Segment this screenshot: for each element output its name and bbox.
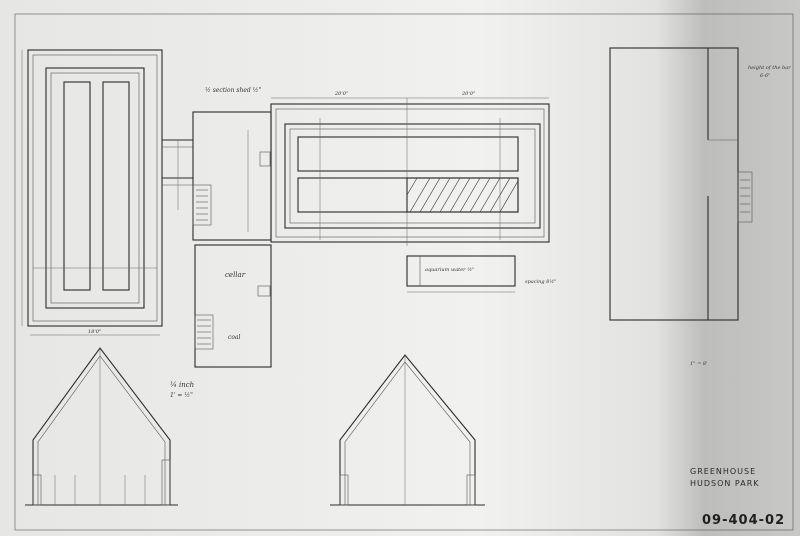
section-elevation-left xyxy=(25,347,178,506)
dimension-top-left: 20'0" xyxy=(335,91,349,97)
hatched-bed xyxy=(406,177,519,213)
left-wing-plan xyxy=(21,49,163,327)
scale-right: 1" = 8' xyxy=(690,361,708,367)
height-note: height of the bar xyxy=(748,65,791,71)
drawing-number: 09-404-02 xyxy=(702,513,786,528)
spacing-label: spacing 8½" xyxy=(525,279,557,285)
dimension-bottom-left: 18'0" xyxy=(88,329,102,335)
height-value: 6-6" xyxy=(760,73,771,79)
title-line-1: GREENHOUSE xyxy=(690,467,757,476)
connector-corridor xyxy=(162,139,193,210)
head-house-plan xyxy=(192,111,272,241)
title-block: GREENHOUSE HUDSON PARK xyxy=(690,466,760,490)
dimension-top-right: 20'0" xyxy=(462,91,476,97)
aquarium-detail xyxy=(406,255,516,287)
scale-note-line2: 1' = ½" xyxy=(170,392,193,399)
side-building-plan xyxy=(609,47,753,321)
cellar-plan xyxy=(194,244,272,368)
coal-label: coal xyxy=(228,334,241,341)
section-elevation-right xyxy=(330,354,485,506)
right-wing-plan xyxy=(270,97,550,246)
section-note: ½ section shed ½" xyxy=(205,87,262,94)
sheet-border xyxy=(14,13,794,531)
aquarium-label: aquarium water ½" xyxy=(425,267,475,273)
scale-note-line1: ¼ inch xyxy=(170,381,195,389)
title-line-2: HUDSON PARK xyxy=(690,479,760,488)
cellar-label: cellar xyxy=(225,271,246,279)
